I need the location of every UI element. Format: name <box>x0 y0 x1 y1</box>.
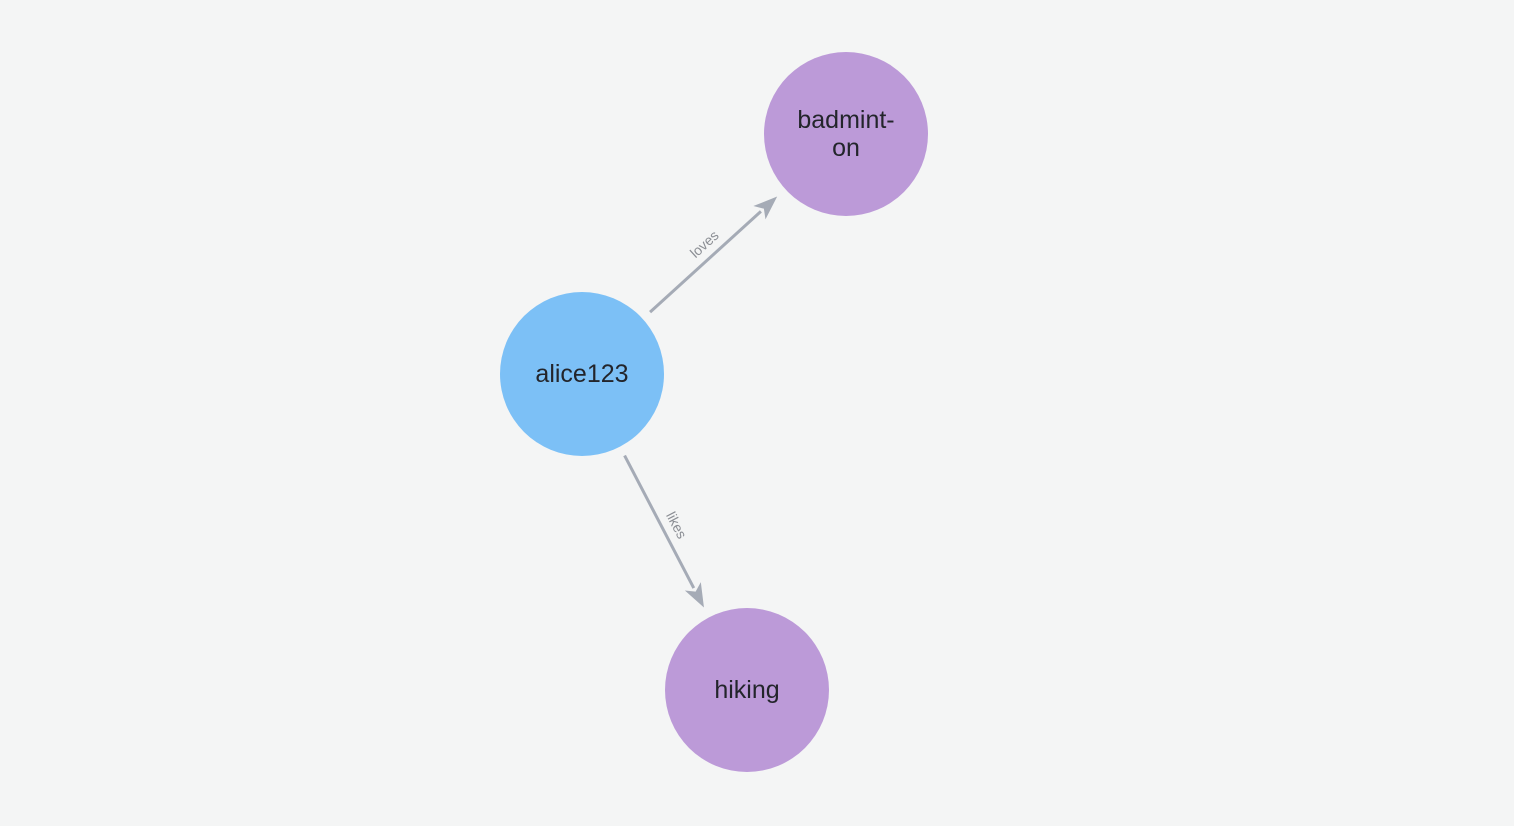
graph-node-badminton[interactable]: badmint-on <box>764 52 928 216</box>
edge-line[interactable] <box>649 210 762 314</box>
edge-arrowhead[interactable] <box>753 196 778 220</box>
graph-node-hiking[interactable]: hiking <box>665 608 829 772</box>
graph-edge-likes[interactable]: likes <box>623 454 704 608</box>
graph-node-alice123[interactable]: alice123 <box>500 292 664 456</box>
node-circle[interactable] <box>665 608 829 772</box>
node-circle[interactable] <box>500 292 664 456</box>
edge-arrowhead[interactable] <box>684 582 704 608</box>
graph-edge-loves[interactable]: loves <box>649 196 778 314</box>
node-circle[interactable] <box>764 52 928 216</box>
edge-label: loves <box>687 227 722 261</box>
edge-line[interactable] <box>623 454 696 589</box>
